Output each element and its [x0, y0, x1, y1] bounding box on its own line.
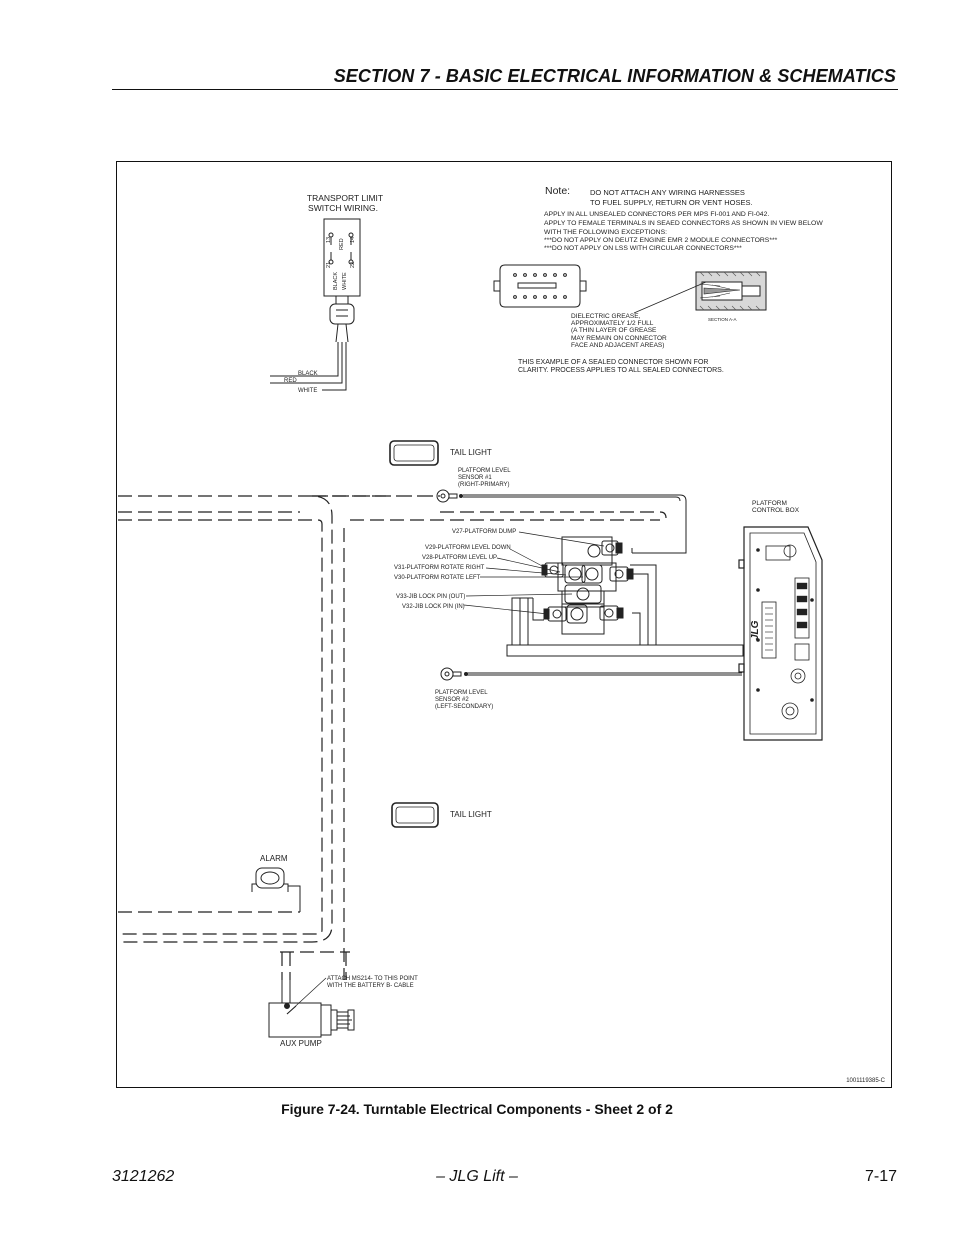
terminal-13: 13 — [326, 237, 332, 243]
valve-leaders — [463, 531, 605, 615]
example-line-1: THIS EXAMPLE OF A SEALED CONNECTOR SHOWN… — [518, 359, 708, 366]
sensor1-label-3: (RIGHT-PRIMARY) — [458, 482, 510, 488]
sensor2-label-2: SENSOR #2 — [435, 697, 469, 703]
transport-limit-title-1: TRANSPORT LIMIT — [307, 193, 383, 203]
grease-line-1: DIELECTRIC GREASE, — [571, 313, 641, 320]
grease-line-2: APPROXIMATELY 1/2 FULL — [571, 320, 654, 327]
tail-light-upper — [389, 440, 439, 466]
transport-limit-switch — [270, 218, 361, 391]
example-line-2: CLARITY. PROCESS APPLIES TO ALL SEALED C… — [518, 367, 724, 374]
alarm — [251, 867, 301, 912]
drawing-part-number: 1001119385-C — [846, 1078, 885, 1084]
figure-caption: Figure 7-24. Turntable Electrical Compon… — [281, 1101, 673, 1117]
terminal-14: 14 — [350, 237, 356, 243]
grease-leader-line — [633, 281, 707, 314]
note-label: Note: — [545, 185, 570, 197]
label-v27: V27-PLATFORM DUMP — [452, 529, 516, 535]
valve-coil-v28 — [609, 566, 629, 582]
valve-coil-v33 — [547, 606, 567, 622]
tail-light-upper-label: TAIL LIGHT — [450, 448, 492, 457]
control-box-label-2: CONTROL BOX — [752, 507, 800, 514]
valve-coil-v32 — [566, 604, 588, 624]
terminal-22: 22 — [350, 262, 356, 268]
grease-line-4: MAY REMAIN ON CONNECTOR — [571, 335, 667, 342]
wire-label-black: BLACK — [298, 371, 318, 377]
section-a-a-label: SECTION A-A — [708, 317, 737, 322]
note-apply-4: ***DO NOT APPLY ON DEUTZ ENGINE EMR 2 MO… — [544, 237, 778, 244]
attach-leader-line — [286, 977, 327, 1015]
control-box-label-1: PLATFORM — [752, 500, 787, 507]
note-apply-5: ***DO NOT APPLY ON LSS WITH CIRCULAR CON… — [544, 245, 742, 252]
switch-label-black: BLACK — [333, 272, 339, 290]
grease-line-5: FACE AND ADJACENT AREAS) — [571, 342, 664, 349]
note-apply-2: APPLY TO FEMALE TERMINALS IN SEAED CONNE… — [544, 220, 823, 227]
note-apply-3: WITH THE FOLLOWING EXCEPTIONS: — [544, 229, 667, 236]
footer-page-number: 7-17 — [864, 1168, 897, 1185]
valve-coil-v29 — [544, 562, 564, 578]
label-v31: V31-PLATFORM ROTATE RIGHT — [394, 565, 485, 571]
platform-control-box — [738, 526, 823, 741]
valve-coil-v31 — [564, 564, 586, 584]
control-box-logo: JLG — [750, 620, 761, 640]
sensor2-label-1: PLATFORM LEVEL — [435, 690, 488, 696]
note-line-1: DO NOT ATTACH ANY WIRING HARNESSES — [590, 188, 745, 197]
valve-coil-v30 — [581, 564, 603, 584]
wire-label-white: WHITE — [298, 388, 317, 394]
note-apply-1: APPLY IN ALL UNSEALED CONNECTORS PER MPS… — [544, 211, 769, 218]
tail-light-lower-label: TAIL LIGHT — [450, 810, 492, 819]
sensor2-label-3: (LEFT-SECONDARY) — [435, 704, 493, 710]
note-line-2: TO FUEL SUPPLY, RETURN OR VENT HOSES. — [590, 198, 753, 207]
wire-label-red: RED — [284, 378, 297, 384]
grease-line-3: (A THIN LAYER OF GREASE — [571, 327, 657, 334]
footer-brand: – JLG Lift – — [436, 1168, 518, 1185]
footer-doc-number: 3121262 — [112, 1168, 175, 1185]
label-v33: V33-JIB LOCK PIN (OUT) — [396, 594, 465, 600]
platform-level-sensor-1 — [436, 489, 687, 554]
label-v30: V30-PLATFORM ROTATE LEFT — [394, 575, 481, 581]
sealed-connector-face — [493, 264, 587, 308]
label-v32: V32-JIB LOCK PIN (IN) — [402, 604, 465, 610]
sensor1-label-2: SENSOR #1 — [458, 475, 492, 481]
figure-frame — [116, 161, 892, 1088]
attach-label-2: WITH THE BATTERY B- CABLE — [327, 983, 414, 989]
valve-manifold — [506, 536, 744, 657]
label-v29: V29-PLATFORM LEVEL DOWN — [425, 545, 511, 551]
label-v28: V28-PLATFORM LEVEL UP — [422, 555, 497, 561]
alarm-label: ALARM — [260, 854, 288, 863]
aux-pump-label: AUX PUMP — [280, 1039, 322, 1048]
valve-coil-right — [599, 605, 619, 621]
sensor1-label-1: PLATFORM LEVEL — [458, 468, 511, 474]
platform-level-sensor-2 — [440, 667, 742, 681]
attach-label-1: ATTACH MS214- TO THIS POINT — [327, 976, 418, 982]
connector-section-view — [695, 271, 767, 311]
tail-light-lower — [391, 802, 439, 828]
header-rule — [112, 89, 898, 90]
transport-limit-title-2: SWITCH WIRING. — [308, 203, 378, 213]
switch-label-red: RED — [339, 238, 345, 250]
switch-label-white: WHITE — [342, 272, 348, 290]
page-title: SECTION 7 - BASIC ELECTRICAL INFORMATION… — [333, 66, 896, 86]
harness-routing — [118, 495, 667, 980]
terminal-21: 21 — [326, 262, 332, 268]
